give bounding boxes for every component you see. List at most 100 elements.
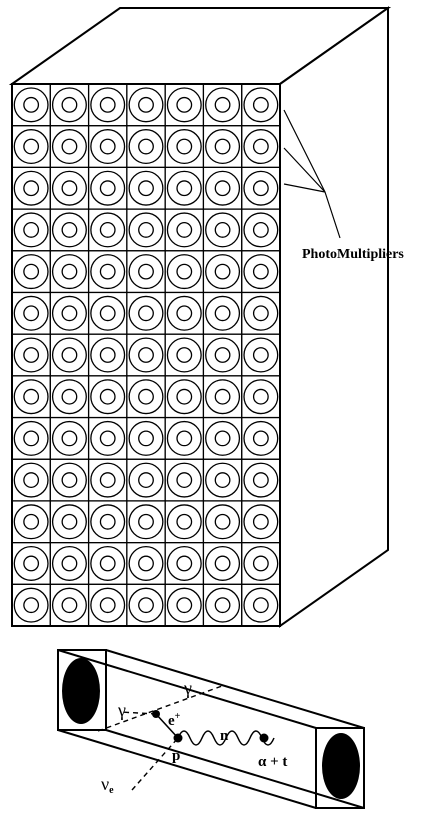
- pmt-callout: PhotoMultipliers: [283, 109, 404, 262]
- pmt-outer-ring: [205, 379, 241, 415]
- pmt-inner-ring: [138, 597, 154, 614]
- pmt-inner-ring: [99, 597, 116, 614]
- pmt-outer-ring: [51, 545, 87, 581]
- pmt-inner-ring: [138, 555, 154, 572]
- pmt-outer-ring: [51, 462, 87, 498]
- pmt-outer-ring: [13, 212, 49, 248]
- pmt-outer-ring: [243, 87, 279, 123]
- detector-side-face: [279, 6, 389, 628]
- pmt-inner-ring: [214, 305, 231, 322]
- pmt-outer-ring: [243, 295, 279, 331]
- pmt-outer-ring: [51, 420, 87, 456]
- pmt-outer-ring: [166, 129, 202, 165]
- pmt-outer-ring: [243, 170, 279, 206]
- pmt-inner-ring: [23, 430, 40, 447]
- pmt-outer-ring: [128, 337, 164, 373]
- pmt-inner-ring: [23, 180, 40, 197]
- pmt-inner-ring: [61, 472, 78, 489]
- pmt-inner-ring: [99, 388, 116, 405]
- pmt-inner-ring: [214, 555, 231, 572]
- pmt-inner-ring: [252, 263, 269, 280]
- pmt-inner-ring: [214, 388, 231, 405]
- pmt-outer-ring: [13, 295, 49, 331]
- pmt-outer-ring: [166, 504, 202, 540]
- pmt-inner-ring: [99, 221, 116, 238]
- pmt-inner-ring: [99, 472, 116, 489]
- pmt-inner-ring: [23, 138, 40, 155]
- pmt-outer-ring: [166, 254, 202, 290]
- pmt-outer-ring: [205, 420, 241, 456]
- pmt-outer-ring: [205, 170, 241, 206]
- neutron-path: [177, 730, 275, 746]
- pmt-outer-ring: [243, 587, 279, 623]
- pmt-outer-ring: [13, 420, 49, 456]
- pmt-inner-ring: [61, 180, 78, 197]
- pmt-outer-ring: [243, 337, 279, 373]
- pmt-outer-ring: [13, 462, 49, 498]
- pmt-inner-ring: [138, 96, 154, 113]
- pmt-inner-ring: [252, 305, 269, 322]
- proton-vertex: [173, 733, 183, 743]
- pmt-inner-ring: [61, 263, 78, 280]
- positron-vertex: [152, 710, 160, 718]
- pmt-outer-ring: [166, 545, 202, 581]
- pmt-inner-ring: [99, 513, 116, 530]
- pmt-outer-ring: [90, 337, 126, 373]
- pmt-outer-ring: [205, 87, 241, 123]
- pmt-outer-ring: [90, 545, 126, 581]
- pmt-outer-ring: [51, 129, 87, 165]
- gamma-ray-1: [97, 685, 223, 732]
- pmt-inner-ring: [138, 138, 154, 155]
- pmt-inner-ring: [61, 221, 78, 238]
- pmt-inner-ring: [214, 180, 231, 197]
- pmt-inner-ring: [214, 597, 231, 614]
- cell-edge: [57, 729, 317, 809]
- pmt-inner-ring: [176, 96, 193, 113]
- pmt-outer-ring: [13, 170, 49, 206]
- pmt-inner-ring: [138, 347, 154, 363]
- pmt-outer-ring: [90, 295, 126, 331]
- pmt-outer-ring: [128, 420, 164, 456]
- pmt-inner-ring: [138, 472, 154, 489]
- pmt-outer-ring: [90, 462, 126, 498]
- pmt-outer-ring: [166, 379, 202, 415]
- pmt-inner-ring: [61, 305, 78, 322]
- pmt-outer-ring: [166, 462, 202, 498]
- pmt-outer-ring: [128, 587, 164, 623]
- pmt-outer-ring: [205, 337, 241, 373]
- pmt-inner-ring: [23, 221, 40, 238]
- neutrino-label: νe: [101, 774, 114, 796]
- pmt-outer-ring: [243, 545, 279, 581]
- pmt-outer-ring: [13, 87, 49, 123]
- pmt-outer-ring: [166, 87, 202, 123]
- pmt-outer-ring: [243, 462, 279, 498]
- pmt-inner-ring: [214, 513, 231, 530]
- pmt-outer-ring: [243, 379, 279, 415]
- pmt-label: PhotoMultipliers: [302, 247, 404, 262]
- pmt-outer-ring: [51, 212, 87, 248]
- pmt-outer-ring: [128, 504, 164, 540]
- pmt-outer-ring: [128, 379, 164, 415]
- pmt-outer-ring: [243, 504, 279, 540]
- positron-label: e+: [168, 711, 181, 729]
- pmt-outer-ring: [205, 587, 241, 623]
- pmt-inner-ring: [99, 263, 116, 280]
- pmt-inner-ring: [214, 472, 231, 489]
- pmt-inner-ring: [138, 180, 154, 197]
- pmt-inner-ring: [23, 388, 40, 405]
- pmt-outer-ring: [128, 87, 164, 123]
- positron-track: [155, 713, 179, 739]
- pmt-callout-line: [283, 183, 326, 193]
- pmt-cell: [241, 583, 281, 627]
- pmt-outer-ring: [90, 587, 126, 623]
- pmt-inner-ring: [61, 555, 78, 572]
- pmt-inner-ring: [61, 388, 78, 405]
- pmt-inner-ring: [138, 430, 154, 447]
- pmt-inner-ring: [214, 263, 231, 280]
- pmt-inner-ring: [176, 472, 193, 489]
- pmt-inner-ring: [99, 555, 116, 572]
- pmt-outer-ring: [166, 295, 202, 331]
- neutron-label: n: [220, 728, 229, 744]
